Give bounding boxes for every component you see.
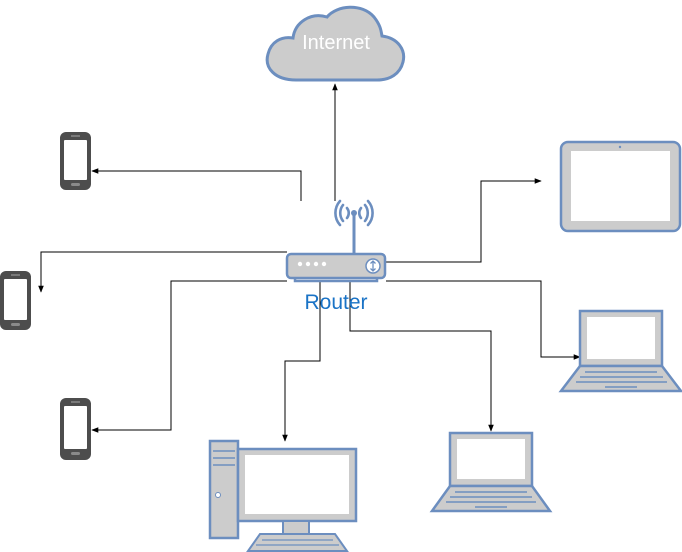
cloud-icon: [265, 5, 406, 82]
wifi-signal-icon: [334, 199, 374, 227]
connector-router-phone-middle: [38, 251, 287, 293]
phone-bottom: [60, 398, 91, 460]
laptop-icon: [429, 431, 553, 513]
monitor-icon: [236, 447, 358, 535]
connector-router-phone-bottom: [91, 280, 287, 433]
tablet: [559, 140, 682, 233]
internet-cloud: Internet: [265, 5, 406, 82]
phone-middle: [0, 271, 31, 330]
desktop-computer: [208, 439, 358, 552]
laptop-icon: [558, 309, 682, 393]
internet-label: Internet: [302, 32, 370, 54]
connector-router-phone-top: [91, 168, 302, 201]
router: Router: [285, 199, 387, 314]
keyboard-icon: [246, 533, 349, 552]
connector-router-laptop-bottom: [349, 280, 494, 432]
laptop-bottom: [429, 431, 553, 513]
router-body: [285, 252, 387, 280]
desktop-tower-icon: [208, 439, 240, 540]
smartphone-icon: [60, 398, 91, 460]
smartphone-icon: [0, 271, 31, 330]
tablet-icon: [559, 140, 682, 233]
phone-top: [60, 132, 91, 190]
connector-router-desktop: [282, 280, 321, 442]
router-status-lights: [297, 261, 327, 267]
connector-router-laptop-right: [386, 280, 581, 360]
router-label: Router: [304, 291, 367, 314]
laptop-right: [558, 309, 682, 393]
connectors: [38, 83, 581, 442]
connector-router-tablet: [386, 178, 542, 263]
smartphone-icon: [60, 132, 91, 190]
